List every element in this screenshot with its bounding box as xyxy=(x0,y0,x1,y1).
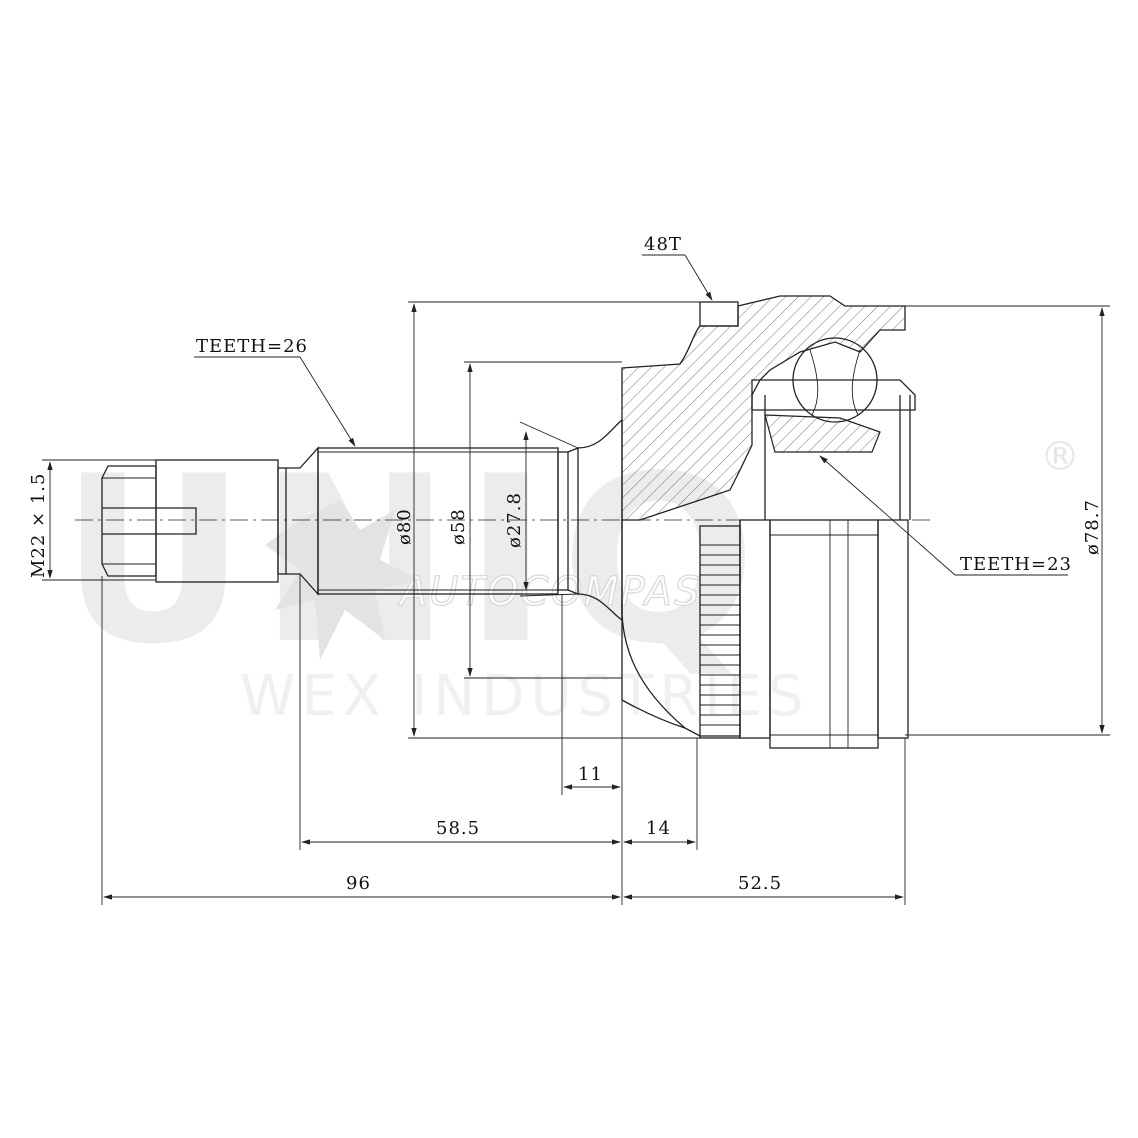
dim-dia-58-label: ø58 xyxy=(448,508,469,545)
watermark-tagline: AUTOCOMPAS xyxy=(397,569,701,615)
dim-dia-58: ø58 xyxy=(448,361,622,679)
watermark-registered-mark: ® xyxy=(1040,434,1080,480)
callout-48t: 48T xyxy=(642,234,713,301)
dim-len-58-5: 58.5 xyxy=(301,818,621,845)
callout-teeth-26: TEETH=26 xyxy=(194,336,356,447)
watermark: UNIQ ® AUTOCOMPAS WEX INDUSTRIES xyxy=(60,428,1080,729)
bell-housing-section xyxy=(621,295,906,521)
dim-dia-80-label: ø80 xyxy=(394,508,415,545)
dim-len-58-5-label: 58.5 xyxy=(436,818,480,839)
watermark-company: WEX INDUSTRIES xyxy=(240,664,810,729)
callout-48t-label: 48T xyxy=(644,234,682,255)
threaded-end xyxy=(101,446,319,596)
dim-len-11-label: 11 xyxy=(578,764,603,785)
dim-dia-80: ø80 xyxy=(394,301,700,739)
abs-ring xyxy=(699,525,741,739)
dim-dia-78-7-label: ø78.7 xyxy=(1082,499,1103,555)
dim-len-96: 96 xyxy=(103,873,621,900)
watermark-gear-icon xyxy=(265,500,420,660)
dim-dia-78-7: ø78.7 xyxy=(905,305,1110,736)
dim-thread: M22 × 1.5 xyxy=(28,459,156,581)
dim-len-96-label: 96 xyxy=(346,873,371,894)
dim-len-11: 11 xyxy=(563,764,621,790)
callout-teeth-23-label: TEETH=23 xyxy=(960,554,1072,575)
dim-dia-27-8-label: ø27.8 xyxy=(504,492,525,548)
callout-teeth-26-label: TEETH=26 xyxy=(196,336,308,357)
dim-thread-label: M22 × 1.5 xyxy=(28,473,49,579)
dim-len-52-5: 52.5 xyxy=(623,873,904,900)
dim-len-14-label: 14 xyxy=(646,818,671,839)
callout-teeth-23: TEETH=23 xyxy=(819,455,1072,576)
dim-dia-27-8: ø27.8 xyxy=(504,421,579,597)
dim-len-14: 14 xyxy=(623,818,696,845)
ball-cage xyxy=(751,337,916,520)
dim-len-52-5-label: 52.5 xyxy=(738,873,782,894)
